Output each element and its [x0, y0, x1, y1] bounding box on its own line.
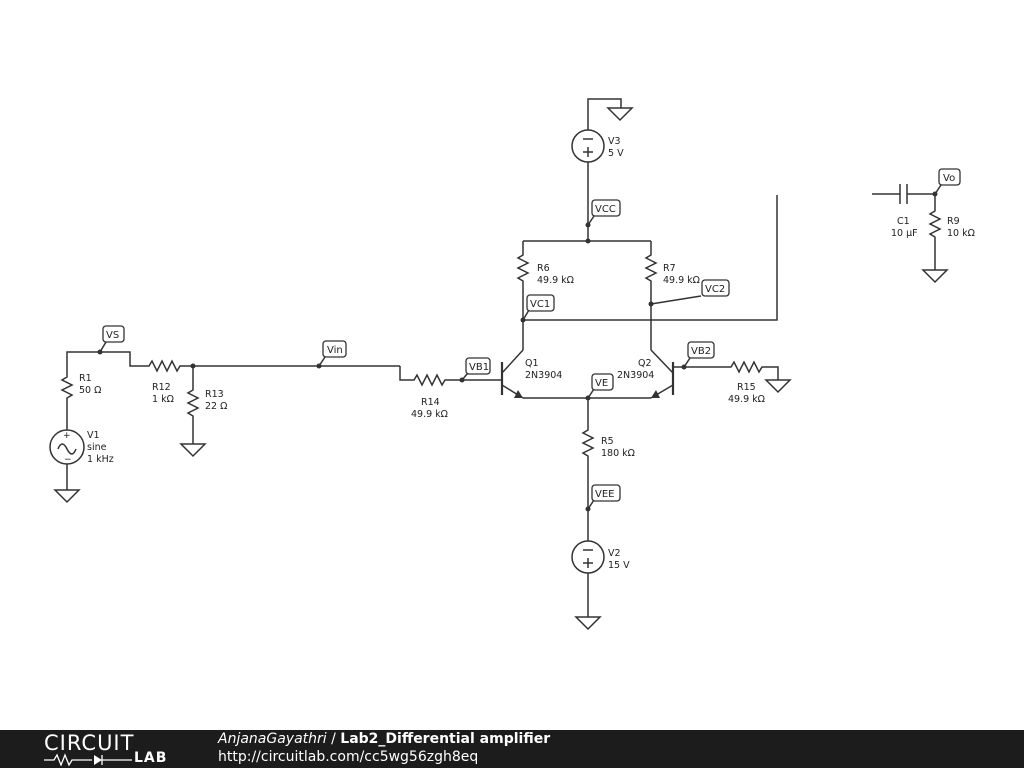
- q1-name: Q1: [525, 358, 539, 369]
- net-label-ve[interactable]: VE: [587, 373, 614, 399]
- wire-v3-ground: [587, 98, 622, 130]
- net-label-vs[interactable]: VS: [97, 325, 125, 355]
- resistor-r1[interactable]: [60, 375, 74, 400]
- ground-icon: [606, 107, 634, 122]
- circuit-title-line: AnjanaGayathri / Lab2_Differential ampli…: [218, 731, 550, 747]
- circuit-url[interactable]: http://circuitlab.com/cc5wg56zgh8eq: [218, 749, 479, 765]
- ground-icon: [574, 616, 602, 631]
- svg-text:VE: VE: [595, 378, 608, 389]
- circuit-title[interactable]: Lab2_Differential amplifier: [340, 731, 551, 747]
- schematic-canvas: R1 50 Ω + − V1 sine 1 kHz R12 1 kΩ R13 2…: [49, 98, 975, 631]
- title-separator: /: [326, 731, 341, 747]
- svg-text:VCC: VCC: [595, 204, 616, 215]
- svg-text:VB1: VB1: [469, 362, 489, 373]
- dc-source-v3[interactable]: [571, 129, 605, 163]
- resistor-r15[interactable]: [728, 360, 765, 374]
- r15-value: 49.9 kΩ: [728, 394, 765, 405]
- v1-type: sine: [87, 442, 107, 453]
- r1-value: 50 Ω: [79, 385, 101, 396]
- logo-lab-text: LAB: [134, 750, 168, 766]
- resistor-r12[interactable]: [147, 359, 182, 373]
- q2-name: Q2: [638, 358, 652, 369]
- r7-name: R7: [663, 263, 676, 274]
- ground-icon: [764, 379, 792, 394]
- r12-name: R12: [152, 382, 171, 393]
- author-link[interactable]: AnjanaGayathri: [218, 731, 327, 747]
- net-label-vin[interactable]: Vin: [316, 340, 347, 369]
- footer-bar: CIRCUIT LAB AnjanaGayathri / Lab2_Differ…: [0, 730, 1024, 768]
- v1-freq: 1 kHz: [87, 454, 114, 465]
- wire-left-network: [66, 351, 400, 490]
- v3-name: V3: [608, 136, 621, 147]
- v2-value: 15 V: [608, 560, 630, 571]
- svg-text:VS: VS: [106, 330, 119, 341]
- net-label-vc2[interactable]: VC2: [648, 279, 730, 307]
- npn-transistor-q1[interactable]: [500, 349, 524, 399]
- r12-value: 1 kΩ: [152, 394, 174, 405]
- q1-part: 2N3904: [525, 370, 562, 381]
- net-label-vcc[interactable]: VCC: [585, 199, 621, 228]
- svg-text:VB2: VB2: [691, 346, 711, 357]
- r5-value: 180 kΩ: [601, 448, 635, 459]
- r9-name: R9: [947, 216, 960, 227]
- q2-part: 2N3904: [617, 370, 654, 381]
- sine-source-v1[interactable]: + −: [49, 429, 85, 465]
- wire-vin-r14: [399, 366, 410, 381]
- ground-icon: [921, 269, 949, 284]
- wire-c1-out: [907, 193, 936, 209]
- svg-text:Vin: Vin: [327, 345, 343, 356]
- r5-name: R5: [601, 436, 614, 447]
- resistor-r6[interactable]: [516, 253, 530, 284]
- junction-dot: [190, 363, 196, 369]
- c1-name: C1: [897, 216, 910, 227]
- svg-text:+: +: [63, 431, 71, 441]
- resistor-r13[interactable]: [186, 388, 200, 418]
- ground-icon: [179, 443, 207, 458]
- svg-text:Vo: Vo: [943, 173, 955, 184]
- net-label-vb2[interactable]: VB2: [681, 341, 715, 370]
- svg-text:−: −: [64, 455, 72, 465]
- r7-value: 49.9 kΩ: [663, 275, 700, 286]
- net-label-vc1[interactable]: VC1: [520, 294, 555, 323]
- v2-name: V2: [608, 548, 621, 559]
- r13-name: R13: [205, 389, 224, 400]
- ground-icon: [53, 489, 81, 504]
- wire-r15-ground: [765, 366, 779, 380]
- wire-output: [523, 195, 778, 321]
- svg-text:VC2: VC2: [705, 284, 725, 295]
- resistor-r14[interactable]: [410, 373, 449, 387]
- dc-source-v2[interactable]: [571, 540, 605, 574]
- r9-value: 10 kΩ: [947, 228, 975, 239]
- r13-value: 22 Ω: [205, 401, 227, 412]
- c1-value: 10 µF: [891, 228, 918, 239]
- v3-value: 5 V: [608, 148, 624, 159]
- svg-text:VEE: VEE: [595, 489, 614, 500]
- junction-dot: [585, 238, 591, 244]
- r6-name: R6: [537, 263, 550, 274]
- r1-name: R1: [79, 373, 92, 384]
- logo-waveform-icon: [44, 753, 132, 766]
- v1-name: V1: [87, 430, 100, 441]
- r14-name: R14: [421, 397, 440, 408]
- r15-name: R15: [737, 382, 756, 393]
- resistor-r5[interactable]: [581, 428, 595, 462]
- svg-text:VC1: VC1: [530, 299, 550, 310]
- resistor-r7[interactable]: [644, 253, 658, 284]
- net-label-vb1[interactable]: VB1: [459, 357, 491, 383]
- r6-value: 49.9 kΩ: [537, 275, 574, 286]
- r14-value: 49.9 kΩ: [411, 409, 448, 420]
- logo-circuit-text: CIRCUIT: [44, 731, 135, 755]
- capacitor-c1[interactable]: [899, 184, 908, 204]
- resistor-r9[interactable]: [928, 209, 942, 240]
- net-label-vo[interactable]: Vo: [932, 168, 961, 197]
- net-label-vee[interactable]: VEE: [585, 484, 621, 512]
